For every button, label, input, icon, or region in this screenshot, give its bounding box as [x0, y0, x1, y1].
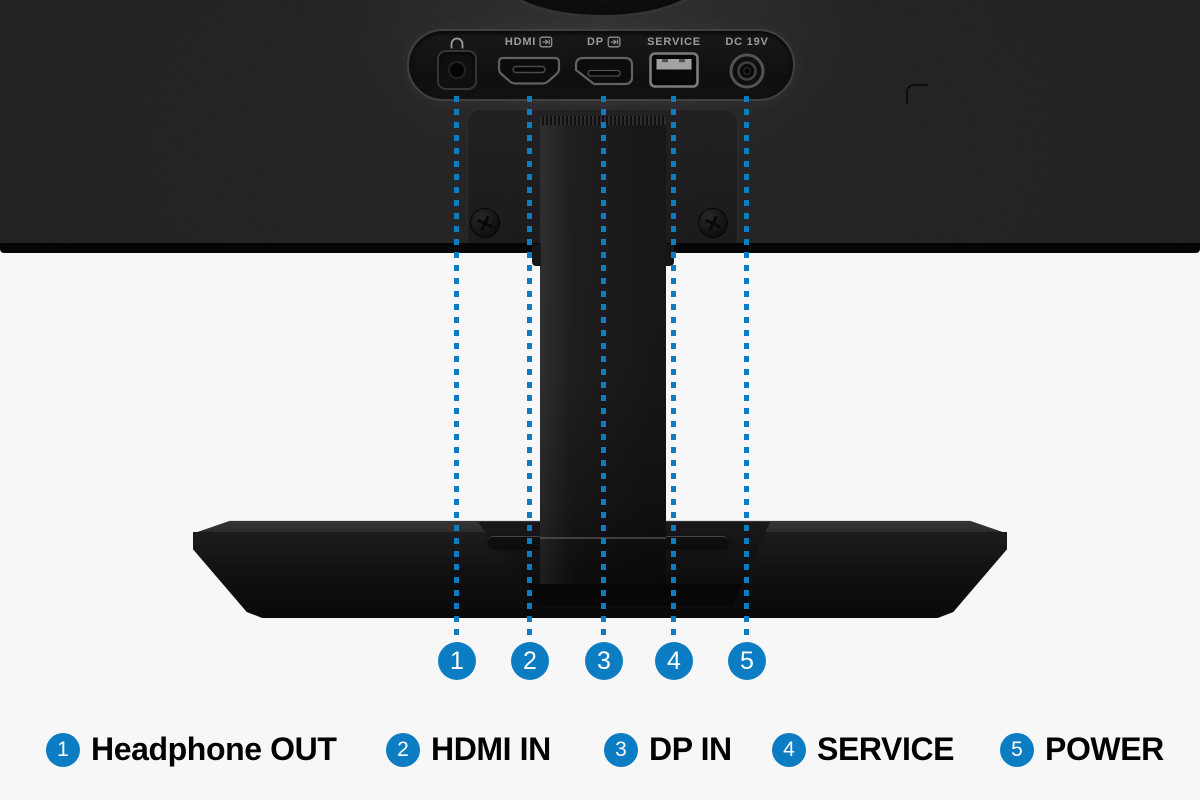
legend-item-hdmi-in: 2 HDMI IN — [386, 731, 551, 768]
stand-base-shadow — [528, 584, 742, 605]
callout-line-5 — [744, 96, 749, 640]
hdmi-port — [497, 56, 561, 85]
headphone-jack-port — [437, 50, 477, 90]
headphone-jack-hole — [448, 61, 466, 79]
dc19v-port-label: DC 19V — [725, 36, 768, 48]
molding-corner-mark — [906, 84, 928, 104]
legend-label: POWER — [1045, 731, 1164, 767]
legend-number-badge: 5 — [1000, 732, 1034, 767]
legend-item-service: 4 SERVICE — [772, 731, 955, 768]
callout-number-4: 4 — [655, 642, 693, 680]
dp-port-label: DP — [587, 36, 621, 48]
legend-label: SERVICE — [817, 731, 955, 767]
callout-number-2: 2 — [511, 642, 549, 680]
input-arrow-icon — [539, 36, 553, 48]
legend-item-power: 5 POWER — [1000, 731, 1164, 768]
legend-label: DP IN — [649, 731, 732, 767]
service-usb-port — [649, 52, 699, 88]
legend-number-badge: 3 — [604, 732, 638, 767]
legend-label: Headphone OUT — [91, 731, 337, 767]
dp-label-text: DP — [587, 36, 604, 48]
callout-line-1 — [454, 96, 459, 640]
displayport-port — [574, 56, 634, 86]
screw-icon — [698, 208, 728, 238]
screw-icon — [470, 208, 500, 238]
callout-number-1: 1 — [438, 642, 476, 680]
dc-power-port — [729, 53, 765, 89]
legend-label: HDMI IN — [431, 731, 551, 767]
legend-number-badge: 1 — [46, 732, 80, 767]
headphone-icon — [450, 37, 464, 49]
hdmi-label-text: HDMI — [504, 36, 537, 48]
legend-number-badge: 2 — [386, 732, 420, 767]
legend-item-dp-in: 3 DP IN — [604, 731, 732, 768]
service-label-text: SERVICE — [647, 36, 701, 48]
callout-number-5: 5 — [728, 642, 766, 680]
input-arrow-icon — [607, 36, 621, 48]
stand-neck-shoulder-left — [532, 244, 541, 266]
legend-number-badge: 4 — [772, 732, 806, 767]
callout-line-2 — [527, 96, 532, 640]
dc19v-label-text: DC 19V — [725, 36, 769, 48]
legend-item-headphone-out: 1 Headphone OUT — [46, 731, 337, 768]
callout-line-4 — [671, 96, 676, 640]
hdmi-port-label: HDMI — [505, 36, 553, 48]
callout-line-3 — [601, 96, 606, 640]
headphone-port-label — [449, 36, 466, 49]
callout-number-3: 3 — [585, 642, 623, 680]
stand-neck-shoulder-right — [665, 244, 674, 266]
service-port-label: SERVICE — [647, 36, 701, 48]
